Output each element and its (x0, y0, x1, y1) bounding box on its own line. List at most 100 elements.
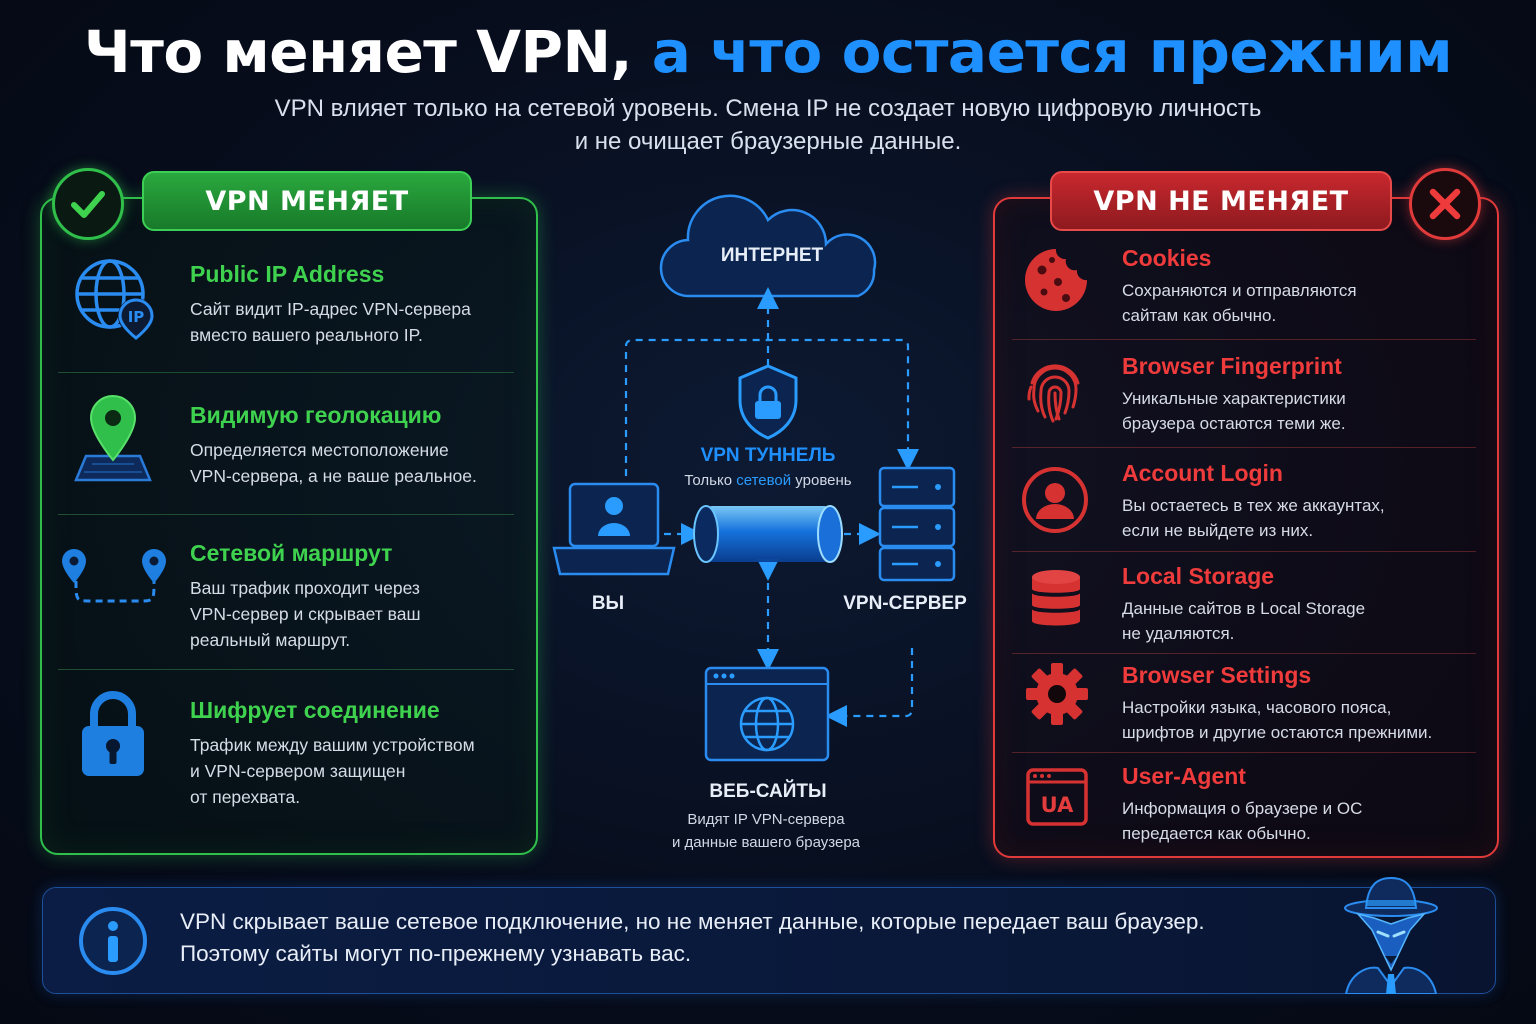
desc-line: вместо вашего реального IP. (190, 325, 423, 345)
svg-text:IP: IP (128, 308, 145, 326)
item-description: Сайт видит IP-адрес VPN-сервера вместо в… (190, 296, 471, 348)
divider (1012, 653, 1476, 654)
fingerprint-icon (1024, 359, 1086, 430)
user-icon (1020, 465, 1090, 540)
item-user-agent: User-Agent Информация о браузере и ОС пе… (1122, 763, 1362, 846)
item-description: Вы остаетесь в тех же аккаунтах, если не… (1122, 493, 1385, 543)
item-description: Уникальные характеристики браузера остаю… (1122, 386, 1346, 436)
item-title: Cookies (1122, 245, 1212, 271)
globe-ip-icon: IP (72, 256, 158, 347)
shield-lock-icon (738, 364, 798, 440)
item-account-login: Account Login Вы остаетесь в тех же акка… (1122, 460, 1385, 543)
info-icon (77, 905, 149, 982)
desc-line: Трафик между вашим устройством (190, 735, 475, 755)
divider (1012, 339, 1476, 340)
item-description: Данные сайтов в Local Storage не удаляют… (1122, 596, 1365, 646)
page-title: Что меняет VPN, а что остается прежним (0, 18, 1536, 86)
item-browser-fingerprint: Browser Fingerprint Уникальные характери… (1122, 353, 1346, 436)
map-pin-icon (72, 392, 154, 489)
item-title: Browser Fingerprint (1122, 353, 1342, 379)
tunnel-sublabel: Только сетевой уровень (648, 472, 888, 489)
desc-line: VPN-сервер и скрывает ваш (190, 604, 421, 624)
cross-badge (1409, 168, 1481, 240)
browser-window-icon (704, 666, 830, 762)
tunnel-tube-icon (693, 505, 843, 563)
database-icon (1030, 567, 1082, 636)
divider (1012, 551, 1476, 552)
vpn-flow-diagram (552, 194, 956, 762)
desc-line: не удаляются. (1122, 624, 1235, 643)
desc-line: Сохраняются и отправляются (1122, 281, 1357, 300)
checkmark-icon (71, 191, 105, 218)
banner-line-2: Поэтому сайты могут по-прежнему узнавать… (180, 941, 692, 966)
gear-icon (1024, 661, 1090, 732)
vpn-changes-header: VPN МЕНЯЕТ (142, 171, 472, 231)
item-local-storage: Local Storage Данные сайтов в Local Stor… (1122, 563, 1365, 646)
item-title: Шифрует соединение (190, 697, 440, 723)
desc-line: если не выйдете из них. (1122, 521, 1314, 540)
divider (58, 669, 514, 670)
tunnel-sub-highlight: сетевой (736, 472, 792, 489)
ua-text: UA (1041, 793, 1074, 817)
item-description: Сохраняются и отправляются сайтам как об… (1122, 278, 1357, 328)
item-title: User-Agent (1122, 763, 1246, 789)
lock-icon (78, 690, 148, 785)
item-description: Настройки языка, часового пояса, шрифтов… (1122, 695, 1432, 745)
desc-line: Сайт видит IP-адрес VPN-сервера (190, 299, 471, 319)
fox-spy-mascot-icon (1336, 874, 1446, 999)
laptop-icon (552, 482, 676, 576)
title-part-white: Что меняет VPN, (83, 18, 633, 86)
item-title: Видимую геолокацию (190, 402, 442, 428)
vpn-server-label: VPN-СЕРВЕР (843, 593, 967, 614)
item-encryption: Шифрует соединение Трафик между вашим ус… (190, 697, 475, 810)
desc-line: браузера остаются теми же. (1122, 414, 1346, 433)
desc-line: реальный маршрут. (190, 630, 351, 650)
desc-line: Ваш трафик проходит через (190, 578, 420, 598)
ua-window-icon: UA (1026, 768, 1088, 831)
checkmark-badge (52, 168, 124, 240)
divider (58, 372, 514, 373)
item-description: Ваш трафик проходит через VPN-сервер и с… (190, 575, 421, 653)
cloud-icon (659, 194, 877, 298)
banner-line-1: VPN скрывает ваше сетевое подключение, н… (180, 909, 1205, 934)
desc-line: передается как обычно. (1122, 824, 1311, 843)
tunnel-sub-text: Только (684, 472, 737, 489)
desc-line: Вы остаетесь в тех же аккаунтах, (1122, 496, 1385, 515)
desc-line: Настройки языка, часового пояса, (1122, 698, 1392, 717)
desc-line: и VPN-сервером защищен (190, 761, 406, 781)
item-title: Public IP Address (190, 261, 385, 287)
info-banner (42, 887, 1496, 994)
tunnel-sub-text: уровень (791, 472, 852, 489)
title-part-blue: а что остается прежним (651, 18, 1453, 86)
subtitle-line-2: и не очищает браузерные данные. (574, 128, 962, 155)
desc-line: Информация о браузере и ОС (1122, 799, 1363, 818)
desc-line: Уникальные характеристики (1122, 389, 1346, 408)
item-geolocation: Видимую геолокацию Определяется местопол… (190, 402, 477, 489)
banner-text: VPN скрывает ваше сетевое подключение, н… (180, 906, 1205, 970)
item-cookies: Cookies Сохраняются и отправляются сайта… (1122, 245, 1357, 328)
desc-line: от перехвата. (190, 787, 301, 807)
divider (1012, 447, 1476, 448)
desc-line: шрифтов и другие остаются прежними. (1122, 723, 1433, 742)
vpn-tunnel-label: VPN ТУННЕЛЬ (700, 445, 836, 466)
desc-line: VPN-сервера, а не ваше реальное. (190, 466, 477, 486)
item-network-route: Сетевой маршрут Ваш трафик проходит чере… (190, 540, 421, 653)
desc-line: Определяется местоположение (190, 440, 449, 460)
route-icon (58, 545, 170, 614)
item-description: Информация о браузере и ОС передается ка… (1122, 796, 1362, 846)
item-title: Account Login (1122, 460, 1283, 486)
you-label: ВЫ (591, 593, 625, 614)
desc-line: Данные сайтов в Local Storage (1122, 599, 1366, 618)
close-icon (1429, 188, 1461, 220)
item-title: Сетевой маршрут (190, 540, 393, 566)
item-description: Определяется местоположение VPN-сервера,… (190, 437, 477, 489)
item-title: Local Storage (1122, 563, 1275, 589)
item-browser-settings: Browser Settings Настройки языка, часово… (1122, 662, 1432, 745)
divider (58, 514, 514, 515)
vpn-does-not-change-panel (993, 197, 1499, 858)
vpn-does-not-change-header: VPN НЕ МЕНЯЕТ (1050, 171, 1392, 231)
internet-label: ИНТЕРНЕТ (720, 245, 824, 266)
subtitle-line-1: VPN влияет только на сетевой уровень. См… (274, 95, 1262, 122)
divider (1012, 752, 1476, 753)
item-public-ip: Public IP Address Сайт видит IP-адрес VP… (190, 261, 471, 348)
